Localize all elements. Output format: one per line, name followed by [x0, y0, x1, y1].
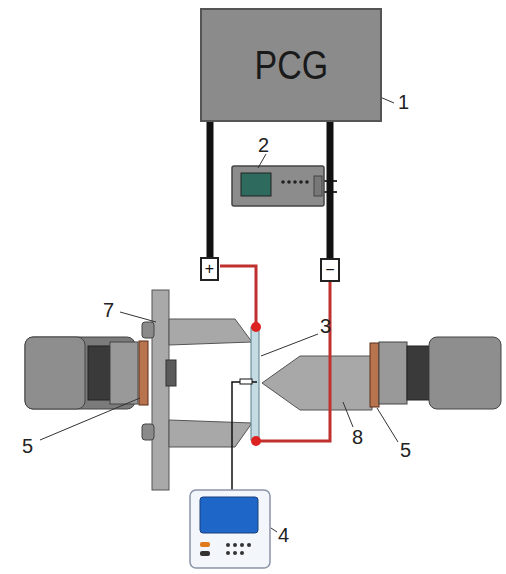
generator-box: PCG [200, 8, 382, 122]
callout-number: 5 [22, 436, 33, 456]
callout-number: 2 [258, 135, 269, 155]
node-text: + [205, 261, 214, 277]
node-text: − [325, 262, 334, 278]
callout-number: 1 [398, 92, 409, 112]
power-cable [207, 122, 214, 257]
node-text: PCG [254, 45, 328, 85]
power-cable [327, 122, 334, 258]
callout-number: 3 [320, 316, 331, 336]
callout-number: 4 [278, 525, 289, 545]
terminal-box: + [200, 257, 219, 281]
callout-number: 5 [400, 440, 411, 460]
callout-number: 7 [103, 300, 114, 320]
callout-number: 8 [352, 427, 363, 447]
terminal-box: − [320, 258, 340, 282]
